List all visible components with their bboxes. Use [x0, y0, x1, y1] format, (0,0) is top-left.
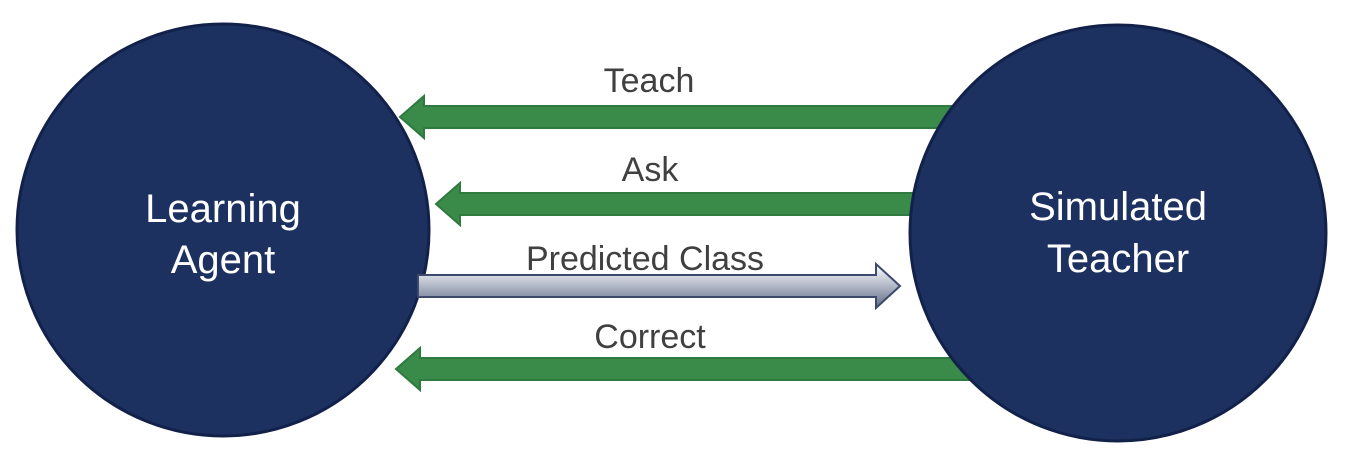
correct-arrow — [394, 345, 1001, 393]
teach-label: Teach — [604, 62, 695, 100]
learning-agent-label-line1: Learning — [145, 187, 301, 231]
predicted-class-label: Predicted Class — [526, 240, 764, 278]
learning-agent-node — [15, 22, 431, 438]
teach-arrow — [398, 93, 1001, 141]
predicted-class-arrow — [417, 261, 902, 311]
ask-label: Ask — [622, 151, 680, 189]
simulated-teacher-label-line1: Simulated — [1029, 185, 1207, 229]
simulated-teacher-node — [908, 23, 1328, 443]
correct-label: Correct — [594, 318, 706, 356]
learning-agent-label-line2: Agent — [171, 238, 276, 282]
simulated-teacher-label-line2: Teacher — [1047, 237, 1189, 281]
